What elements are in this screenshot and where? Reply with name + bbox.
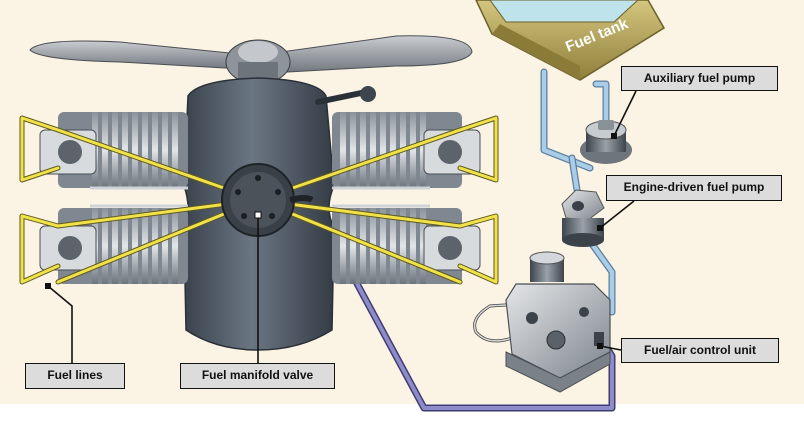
fuel-air-control-unit-label: Fuel/air control unit [621,338,779,363]
cylinder-lower-left [39,208,188,284]
engine-driven-fuel-pump-label: Engine-driven fuel pump [606,175,782,201]
fuel-manifold-valve-label: Fuel manifold valve [180,363,335,389]
leader-dots [45,133,617,349]
leader-lines [47,90,637,363]
pushrod-tubes [90,186,430,208]
fuel-lines-label: Fuel lines [25,363,125,389]
fuel-air-control-unit-assembly [473,251,611,393]
fuel-feed-lines [540,68,616,316]
auxiliary-fuel-pump-label: Auxiliary fuel pump [621,66,778,91]
auxiliary-fuel-pump [580,120,632,164]
fuel-tank: Fuel tank [475,0,666,81]
propeller [29,35,473,85]
engine-driven-fuel-pump [561,189,605,247]
